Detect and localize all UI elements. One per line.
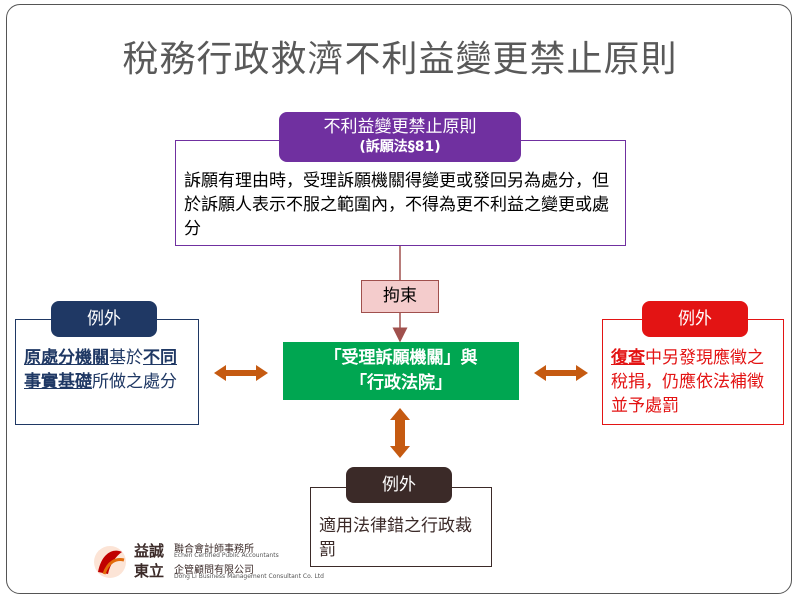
firm-line-2-en: Dong Li Business Management Consultant C… <box>174 573 324 580</box>
principle-header: 不利益變更禁止原則 (訴願法§81) <box>279 112 521 162</box>
bottom-exception-header: 例外 <box>346 467 452 503</box>
principle-header-law: (訴願法§81) <box>359 139 441 155</box>
left-text-rest: 所做之處分 <box>92 372 177 392</box>
center-box: 「受理訴願機關」與 「行政法院」 <box>283 342 519 400</box>
left-double-arrow <box>214 365 268 381</box>
firm-line-2: 企管顧問有限公司 <box>174 565 254 576</box>
bottom-exception-header-text: 例外 <box>382 475 416 495</box>
principle-header-title: 不利益變更禁止原則 <box>323 117 477 137</box>
right-exception-header-text: 例外 <box>678 309 712 329</box>
center-line1: 「受理訴願機關」與 <box>324 348 478 368</box>
right-reexamination: 復查 <box>611 348 645 368</box>
firm-line-1: 聯合會計師事務所 <box>174 544 254 555</box>
page-title: 稅務行政救濟不利益變更禁止原則 <box>122 39 678 80</box>
right-text-rest: 中另發現應徵之稅捐，仍應依法補徵並予處罰 <box>611 348 764 416</box>
left-different-facts: 不同事實基礎 <box>24 348 177 392</box>
firm-logo: 益誠 東立 聯合會計師事務所 Echen Certified Public Ac… <box>90 540 340 585</box>
bottom-double-arrow <box>390 408 410 458</box>
left-exception-header-text: 例外 <box>87 309 121 329</box>
binding-label: 拘束 <box>361 280 439 313</box>
firm-name-2: 東立 <box>134 562 165 580</box>
firm-emblem-icon <box>94 546 126 578</box>
left-original-agency: 原處分機關 <box>24 348 109 368</box>
left-exception-header: 例外 <box>51 301 157 337</box>
principle-body-text: 訴願有理由時，受理訴願機關得變更或發回另為處分，但於訴願人表示不服之範圍內，不得… <box>184 171 609 239</box>
right-double-arrow <box>534 365 588 381</box>
bottom-exception-text: 適用法律錯之行政裁罰 <box>319 516 472 560</box>
left-exception-box: 原處分機關基於不同事實基礎所做之處分 <box>15 319 199 425</box>
binding-label-text: 拘束 <box>383 286 417 306</box>
right-exception-header: 例外 <box>642 301 748 337</box>
firm-line-1-en: Echen Certified Public Accountants <box>174 552 279 559</box>
center-line2: 「行政法院」 <box>350 373 452 393</box>
left-text-based: 基於 <box>109 348 143 368</box>
firm-name-1: 益誠 <box>134 542 165 560</box>
